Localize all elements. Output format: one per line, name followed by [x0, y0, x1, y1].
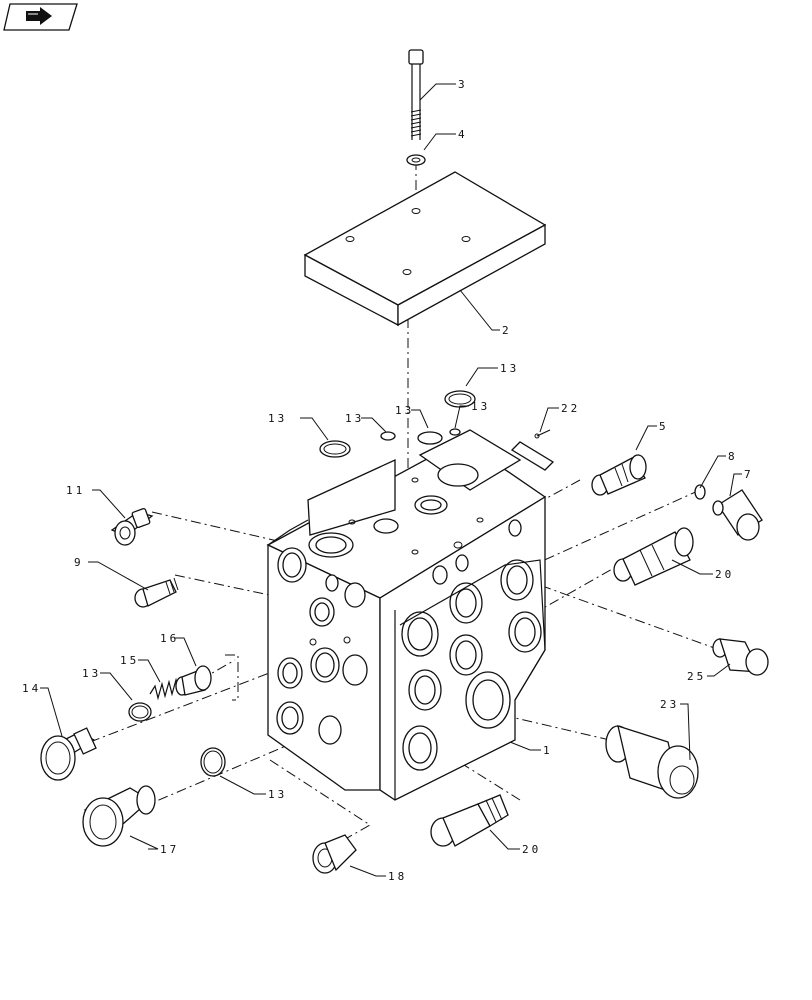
callout-13-top-right: 13: [500, 362, 519, 375]
callout-11: 11: [66, 484, 85, 497]
part-16-poppet: [175, 665, 212, 696]
part-3-bolt: [408, 49, 424, 140]
part-17-relief-valve: [82, 785, 156, 847]
part-20-valve-upper: [613, 527, 694, 586]
part-7-cap: [712, 489, 763, 541]
callout-13-right: 13: [471, 400, 490, 413]
callout-20-lower: 20: [522, 843, 541, 856]
callout-13-bottom: 13: [268, 788, 287, 801]
leader-lines: [40, 83, 742, 877]
callout-5: 5: [659, 420, 669, 433]
callout-18: 18: [388, 870, 407, 883]
callout-13-left: 13: [268, 412, 287, 425]
callout-25: 25: [687, 670, 706, 683]
part-9-fitting: [134, 577, 179, 608]
part-22-pin: [510, 429, 555, 471]
callout-13-mid: 13: [345, 412, 364, 425]
callout-7: 7: [744, 468, 754, 481]
part-2-cover-plate: [303, 171, 547, 327]
part-4-washer: [406, 154, 426, 166]
next-page-arrow-icon[interactable]: [3, 3, 78, 31]
part-8-snap-ring: [694, 484, 706, 500]
part-11-plug: [110, 508, 154, 546]
callout-15: 15: [120, 654, 139, 667]
part-23-relief-valve: [605, 725, 699, 799]
part-18-plug: [312, 834, 357, 874]
part-14-plug: [40, 727, 97, 781]
callout-23: 23: [660, 698, 679, 711]
callout-8: 8: [728, 450, 738, 463]
callout-14: 14: [22, 682, 41, 695]
o-rings: [128, 390, 476, 777]
callout-4: 4: [458, 128, 468, 141]
callout-16: 16: [160, 632, 179, 645]
callout-9: 9: [74, 556, 84, 569]
part-25-fitting: [712, 638, 769, 676]
callout-13-center: 13: [395, 404, 414, 417]
callout-2: 2: [502, 324, 512, 337]
callout-3: 3: [458, 78, 468, 91]
callout-17: 17: [160, 843, 179, 856]
callout-1: 1: [543, 744, 553, 757]
part-5-fitting: [591, 454, 647, 496]
callout-22: 22: [561, 402, 580, 415]
callout-13-lower-left: 13: [82, 667, 101, 680]
callout-20-upper: 20: [715, 568, 734, 581]
part-20-fitting-lower: [430, 794, 509, 847]
callout-labels: 3 4 2 13 13 13 13 13 22 5 8 7 11 9 20 16…: [22, 78, 754, 883]
part-1-valve-body: [266, 429, 547, 801]
